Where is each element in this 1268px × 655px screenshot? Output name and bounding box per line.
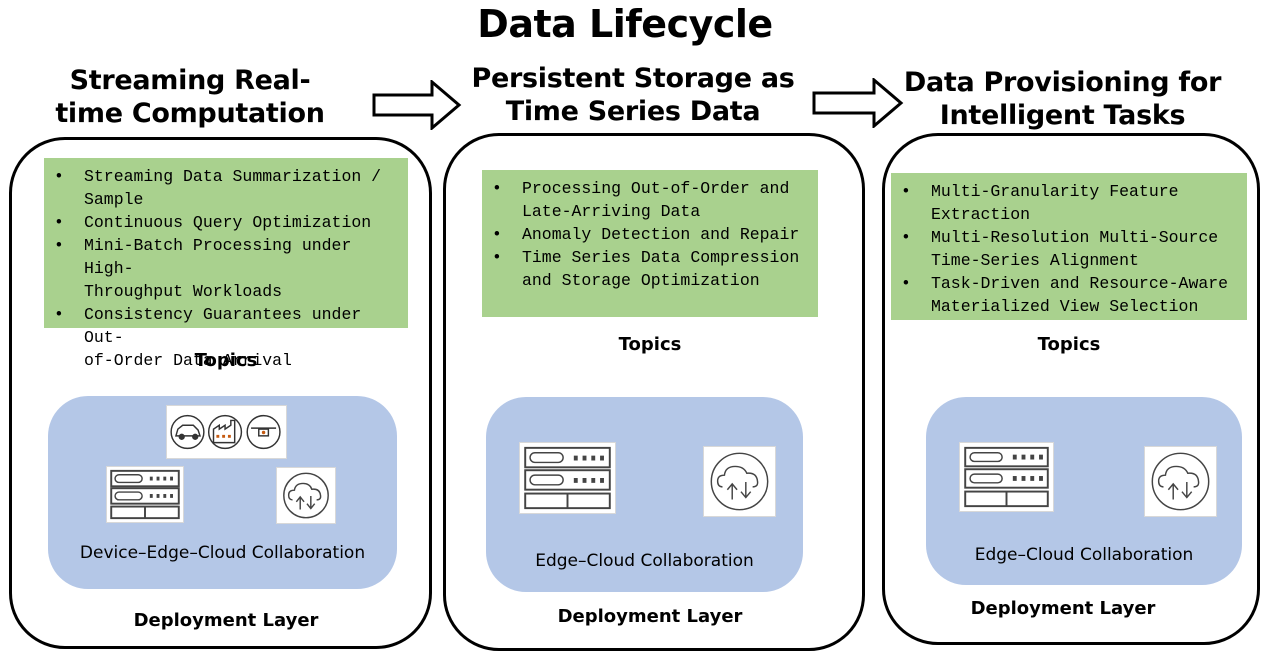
- title-line: Persistent Storage as: [471, 63, 795, 94]
- server-icon: [519, 442, 616, 514]
- topic-item: Anomaly Detection and Repair: [494, 223, 810, 246]
- cloud-sync-icon: [703, 446, 776, 517]
- deployment-description: Edge–Cloud Collaboration: [535, 551, 754, 571]
- topics-label: Topics: [194, 350, 258, 371]
- device-icons-group: [166, 405, 287, 459]
- deployment-layer-label: Deployment Layer: [557, 606, 743, 627]
- title-line: time Computation: [55, 98, 325, 129]
- deployment-box-storage: Edge–Cloud Collaboration: [486, 397, 803, 592]
- page-title: Data Lifecycle: [477, 2, 773, 46]
- topic-item: Processing Out-of-Order andLate-Arriving…: [494, 177, 810, 223]
- topic-item: Task-Driven and Resource-AwareMaterializ…: [903, 272, 1239, 318]
- right-arrow-icon: [812, 78, 904, 128]
- deployment-box-provisioning: Edge–Cloud Collaboration: [926, 397, 1242, 585]
- column-title-storage: Persistent Storage as Time Series Data: [468, 62, 798, 128]
- topics-label: Topics: [618, 334, 682, 355]
- title-line: Streaming Real-: [69, 65, 311, 96]
- topic-item: Multi-Resolution Multi-SourceTime-Series…: [903, 226, 1239, 272]
- deployment-description: Edge–Cloud Collaboration: [974, 545, 1194, 565]
- topic-item: Consistency Guarantees under Out-of-Orde…: [56, 303, 400, 372]
- server-icon: [959, 442, 1054, 512]
- right-arrow-icon: [372, 80, 462, 130]
- topic-item: Continuous Query Optimization: [56, 211, 400, 234]
- topics-list-streaming: Streaming Data Summarization /Sample Con…: [44, 158, 408, 370]
- title-line: Data Provisioning for: [903, 67, 1222, 98]
- title-line: Time Series Data: [505, 96, 761, 127]
- deployment-box-streaming: Device–Edge–Cloud Collaboration: [48, 396, 397, 589]
- title-line: Intelligent Tasks: [939, 100, 1186, 131]
- deployment-layer-label: Deployment Layer: [970, 598, 1156, 619]
- cloud-sync-icon: [276, 467, 336, 524]
- topics-list-storage: Processing Out-of-Order andLate-Arriving…: [482, 170, 818, 317]
- cloud-sync-icon: [1144, 446, 1217, 517]
- factory-icon: [207, 414, 243, 450]
- deployment-layer-label: Deployment Layer: [133, 610, 319, 631]
- column-title-streaming: Streaming Real- time Computation: [40, 64, 340, 130]
- column-title-provisioning: Data Provisioning for Intelligent Tasks: [900, 66, 1225, 132]
- drone-icon: [246, 414, 281, 450]
- topic-item: Mini-Batch Processing under High-Through…: [56, 234, 400, 303]
- server-icon: [106, 466, 184, 523]
- car-icon: [170, 414, 205, 450]
- deployment-description: Device–Edge–Cloud Collaboration: [79, 543, 366, 563]
- topic-item: Streaming Data Summarization /Sample: [56, 165, 400, 211]
- topics-label: Topics: [1037, 334, 1101, 355]
